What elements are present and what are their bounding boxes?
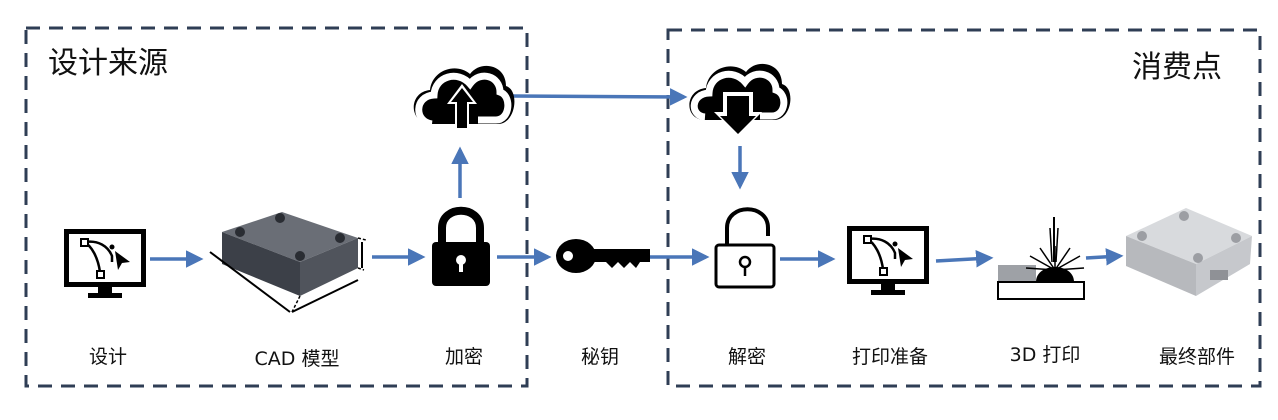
design-monitor-icon: [64, 229, 146, 298]
cloud-upload-icon: [413, 65, 515, 130]
consumer-zone-border: [666, 28, 1262, 388]
step-label-design: 设计: [88, 346, 127, 368]
lock-closed-icon: [432, 206, 490, 286]
lock-open-icon: [714, 207, 776, 289]
cloud-download-icon: [689, 63, 791, 136]
laser-deposition-icon: [997, 217, 1085, 300]
cad-box-icon: [209, 212, 367, 313]
arrow-cloud-to-cloud: [511, 88, 688, 106]
step-label-print-prep: 打印准备: [851, 346, 928, 368]
source-zone-border: [24, 26, 529, 388]
print-prep-monitor-icon: [847, 226, 929, 295]
arrow-prep-to-print: [935, 250, 994, 268]
arrow-print-to-part: [1085, 248, 1124, 266]
step-label-key: 秘钥: [580, 346, 619, 368]
flow-arrows: [150, 88, 1124, 268]
key-icon: [556, 239, 650, 273]
source-zone-title: 设计来源: [48, 46, 168, 81]
step-label-decrypt: 解密: [727, 346, 766, 368]
step-label-cad-model: CAD 模型: [254, 348, 340, 370]
step-label-3d-print: 3D 打印: [1009, 344, 1081, 366]
step-label-final-part: 最终部件: [1158, 346, 1235, 368]
step-label-encrypt: 加密: [444, 346, 483, 368]
consumer-zone-title: 消费点: [1132, 50, 1222, 85]
finished-part-icon: [1126, 208, 1252, 296]
